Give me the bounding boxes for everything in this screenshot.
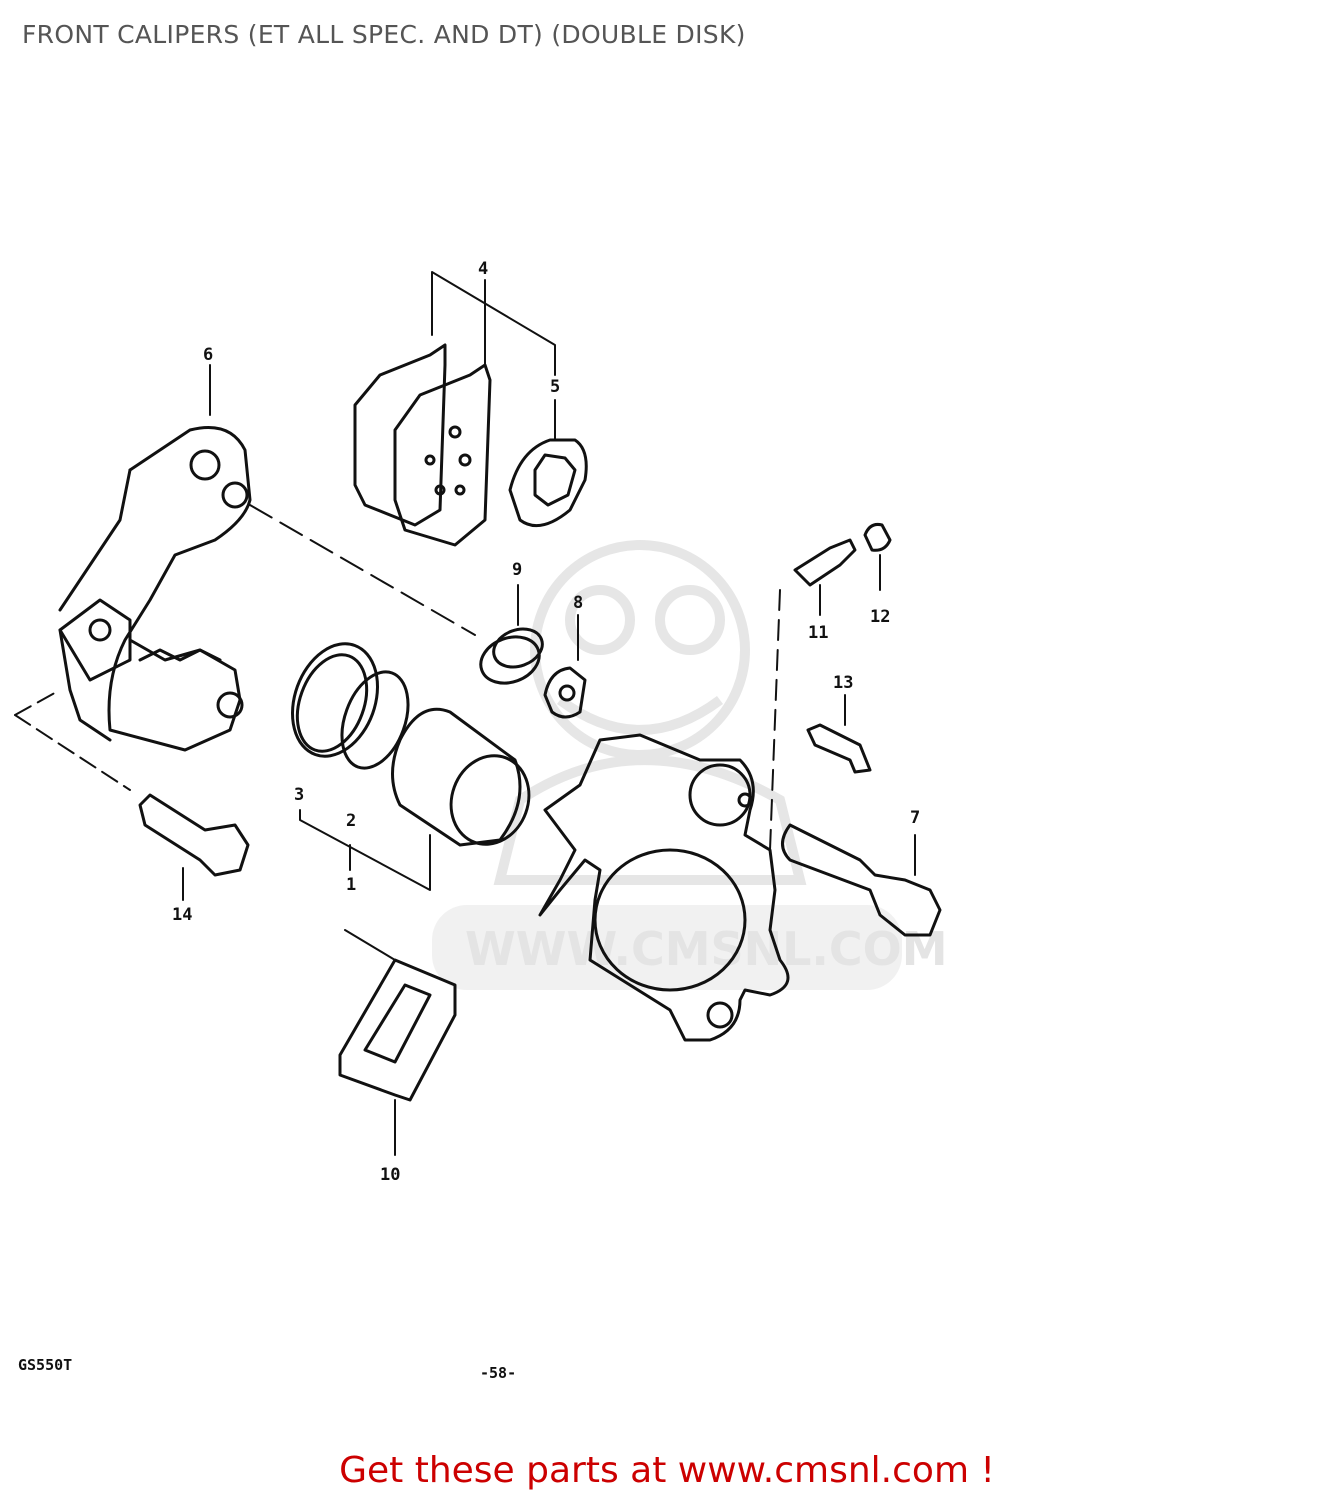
cmsnl-watermark-logo [493,540,807,885]
part-callouts: 4 5 6 9 8 11 12 13 7 3 2 1 14 10 [172,259,920,1185]
leader-lines-left [14,689,131,791]
bolt-part-14[interactable] [138,793,250,901]
bleeder-cap-part-12[interactable] [863,523,892,591]
callout-14[interactable]: 14 [172,905,192,925]
anti-rattle-spring-part-10[interactable] [338,929,457,1156]
piston-seal-part-3[interactable] [278,632,393,768]
pin-bolt-part-7[interactable] [781,823,942,937]
callout-11[interactable]: 11 [808,623,828,643]
leader-lines-piston [299,809,431,891]
callout-13[interactable]: 13 [833,673,853,693]
callout-12[interactable]: 12 [870,607,890,627]
pad-spring-part-13[interactable] [806,694,872,774]
page-number: -58- [480,1364,516,1382]
callout-6[interactable]: 6 [203,345,213,365]
callout-7[interactable]: 7 [910,808,920,828]
exploded-parts-diagram: WWW.CMSNL.COM [14,259,948,1382]
piston-ring-part-2[interactable] [330,663,421,777]
get-parts-link[interactable]: Get these parts at www.cmsnl.com ! [339,1450,995,1491]
callout-9[interactable]: 9 [512,560,522,580]
caliper-bracket-part-6[interactable] [58,426,252,752]
washer-part-8[interactable] [543,614,587,719]
caliper-body[interactable] [538,733,790,1042]
leader-lines-top [209,271,556,636]
callout-8[interactable]: 8 [573,593,583,613]
callout-1[interactable]: 1 [346,875,356,895]
bleeder-leader-dashed [769,589,781,851]
callout-10[interactable]: 10 [380,1165,400,1185]
callout-5[interactable]: 5 [550,377,560,397]
model-code: GS550T [18,1356,72,1374]
brake-pads-part-4[interactable] [353,343,492,547]
callout-2[interactable]: 2 [346,811,356,831]
callout-3[interactable]: 3 [294,785,304,805]
dust-seal-part-9[interactable] [474,584,547,691]
callout-4[interactable]: 4 [478,259,488,279]
pad-shim-part-5[interactable] [508,438,588,528]
watermark-text: WWW.CMSNL.COM [465,922,948,976]
bleeder-valve-part-11[interactable] [793,538,857,616]
diagram-title: FRONT CALIPERS (ET ALL SPEC. AND DT) (DO… [22,20,746,49]
piston-part-1[interactable] [391,707,542,855]
